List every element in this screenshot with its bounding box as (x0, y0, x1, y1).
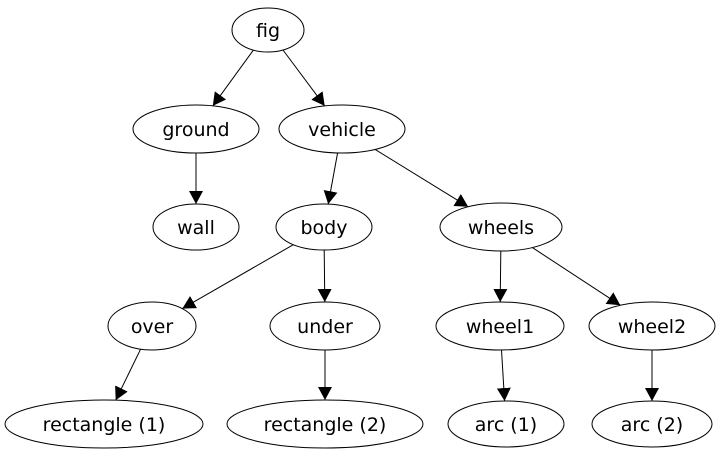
node-rect2 (226, 399, 424, 449)
node-label-rect1: rectangle (1) (43, 414, 166, 436)
node-rect1 (4, 399, 204, 449)
node-ground (132, 104, 260, 154)
edges-layer (115, 49, 659, 402)
edge-body-over (182, 244, 294, 310)
node-label-over: over (131, 316, 174, 338)
node-wall (152, 203, 240, 251)
node-vehicle (278, 104, 406, 154)
node-arc1 (447, 400, 565, 448)
edge-over-rect1 (115, 348, 142, 401)
edge-body-under (317, 249, 332, 303)
node-label-vehicle: vehicle (308, 119, 376, 141)
node-wheel1 (435, 301, 565, 351)
node-label-rect2: rectangle (2) (264, 414, 387, 436)
edge-wheels-wheel2 (532, 247, 621, 306)
node-label-wheel2: wheel2 (618, 316, 686, 338)
edge-wheel1-arc1 (496, 349, 511, 402)
node-over (107, 301, 197, 351)
node-body (275, 203, 373, 251)
edge-vehicle-wheels (374, 148, 469, 208)
node-fig (231, 7, 305, 53)
edge-fig-ground (212, 49, 254, 107)
edge-fig-vehicle (282, 49, 326, 107)
edge-vehicle-body (323, 152, 339, 205)
edge-wheels-wheel1 (493, 250, 508, 303)
node-wheels (439, 202, 563, 252)
node-label-wheels: wheels (468, 217, 534, 239)
node-label-wall: wall (177, 217, 215, 239)
node-label-body: body (301, 217, 348, 239)
node-label-ground: ground (162, 119, 229, 141)
node-arc2 (591, 400, 713, 448)
node-under (269, 301, 381, 351)
nodes-layer: fig ground vehicle wall body wheels over under w… (4, 7, 716, 449)
node-label-fig: fig (256, 20, 280, 42)
node-label-arc2: arc (2) (621, 414, 683, 436)
node-label-arc1: arc (1) (475, 414, 537, 436)
node-wheel2 (588, 301, 716, 351)
node-label-under: under (297, 316, 353, 338)
node-label-wheel1: wheel1 (466, 316, 534, 338)
